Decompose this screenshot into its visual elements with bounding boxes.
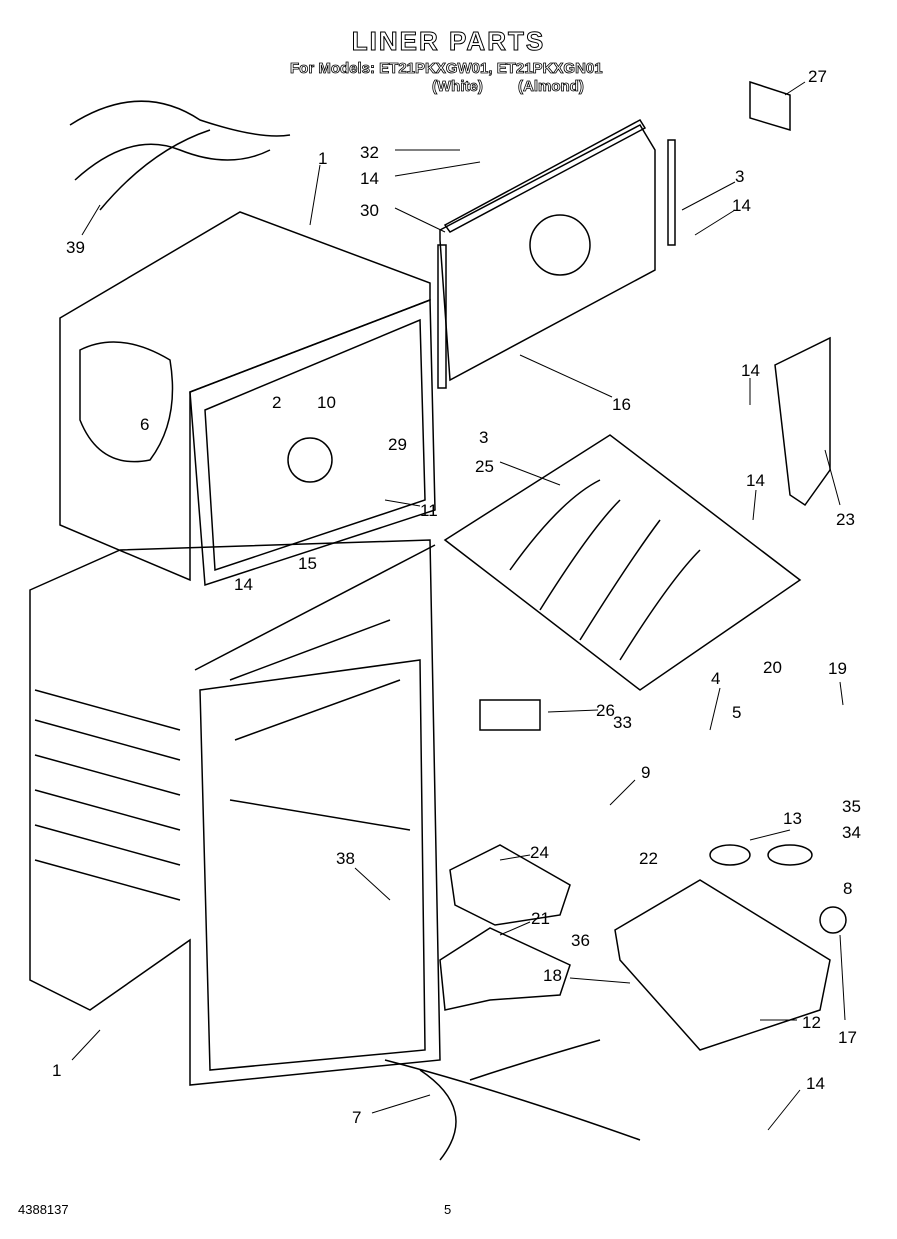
callout: 22 [639, 849, 658, 868]
callout: 14 [732, 196, 751, 215]
callout: 32 [360, 143, 379, 162]
callout: 4 [711, 669, 720, 688]
rear-panel [437, 80, 791, 389]
callout: 30 [360, 201, 379, 220]
callout: 27 [808, 67, 827, 86]
callout: 39 [66, 238, 85, 257]
callout: 6 [140, 415, 149, 434]
shelf-cover [443, 434, 802, 691]
callout: 14 [741, 361, 760, 380]
callout: 14 [746, 471, 765, 490]
control-housing [614, 879, 831, 1051]
light-shield [709, 844, 751, 866]
callout: 12 [802, 1013, 821, 1032]
callout: 21 [531, 909, 550, 928]
air-duct [774, 336, 831, 507]
callout: 26 [596, 701, 615, 720]
models-line: For Models: ET21PKXGW01, ET21PKXGN01 [290, 60, 603, 78]
callout: 19 [828, 659, 847, 678]
callout: 33 [613, 713, 632, 732]
light-socket-cover [767, 844, 813, 866]
variant-white: (White) [432, 78, 484, 96]
wire-harness-bottom [384, 1039, 641, 1161]
freezer-liner [59, 211, 436, 587]
callout: 11 [420, 501, 438, 520]
callout: 34 [842, 823, 861, 842]
callout: 10 [317, 393, 336, 412]
callout: 15 [298, 554, 317, 573]
callout: 35 [842, 797, 861, 816]
variant-almond: (Almond) [518, 78, 585, 96]
callout: 14 [360, 169, 379, 188]
callout: 24 [530, 843, 549, 862]
callout: 14 [234, 575, 253, 594]
callout: 1 [52, 1061, 61, 1080]
callout: 29 [388, 435, 407, 454]
page-number: 5 [444, 1202, 452, 1217]
callout: 20 [763, 658, 782, 677]
crisper-duct [439, 927, 571, 1011]
callout: 18 [543, 966, 562, 985]
crisper-cover [449, 844, 571, 926]
wire-harness-top [69, 100, 291, 211]
callout: 13 [783, 809, 802, 828]
part-number: 4388137 [18, 1202, 69, 1217]
callout: 7 [352, 1108, 361, 1127]
callout: 38 [336, 849, 355, 868]
callout: 14 [806, 1074, 825, 1093]
fresh-food-liner [29, 539, 441, 1086]
callout: 25 [475, 457, 494, 476]
callout: 2 [272, 393, 281, 412]
switch-part [479, 699, 541, 731]
light-bulb [819, 906, 847, 934]
callout: 17 [838, 1028, 857, 1047]
callout: 36 [571, 931, 590, 950]
callout: 16 [612, 395, 631, 414]
leader-lines [71, 81, 846, 1131]
callout: 3 [735, 167, 744, 186]
callout: 1 [318, 149, 327, 168]
callout: 8 [843, 879, 852, 898]
callout: 5 [732, 703, 741, 722]
callout: 9 [641, 763, 650, 782]
page-title: LINER PARTS [351, 26, 546, 57]
callout: 3 [479, 428, 488, 447]
callout: 23 [836, 510, 855, 529]
